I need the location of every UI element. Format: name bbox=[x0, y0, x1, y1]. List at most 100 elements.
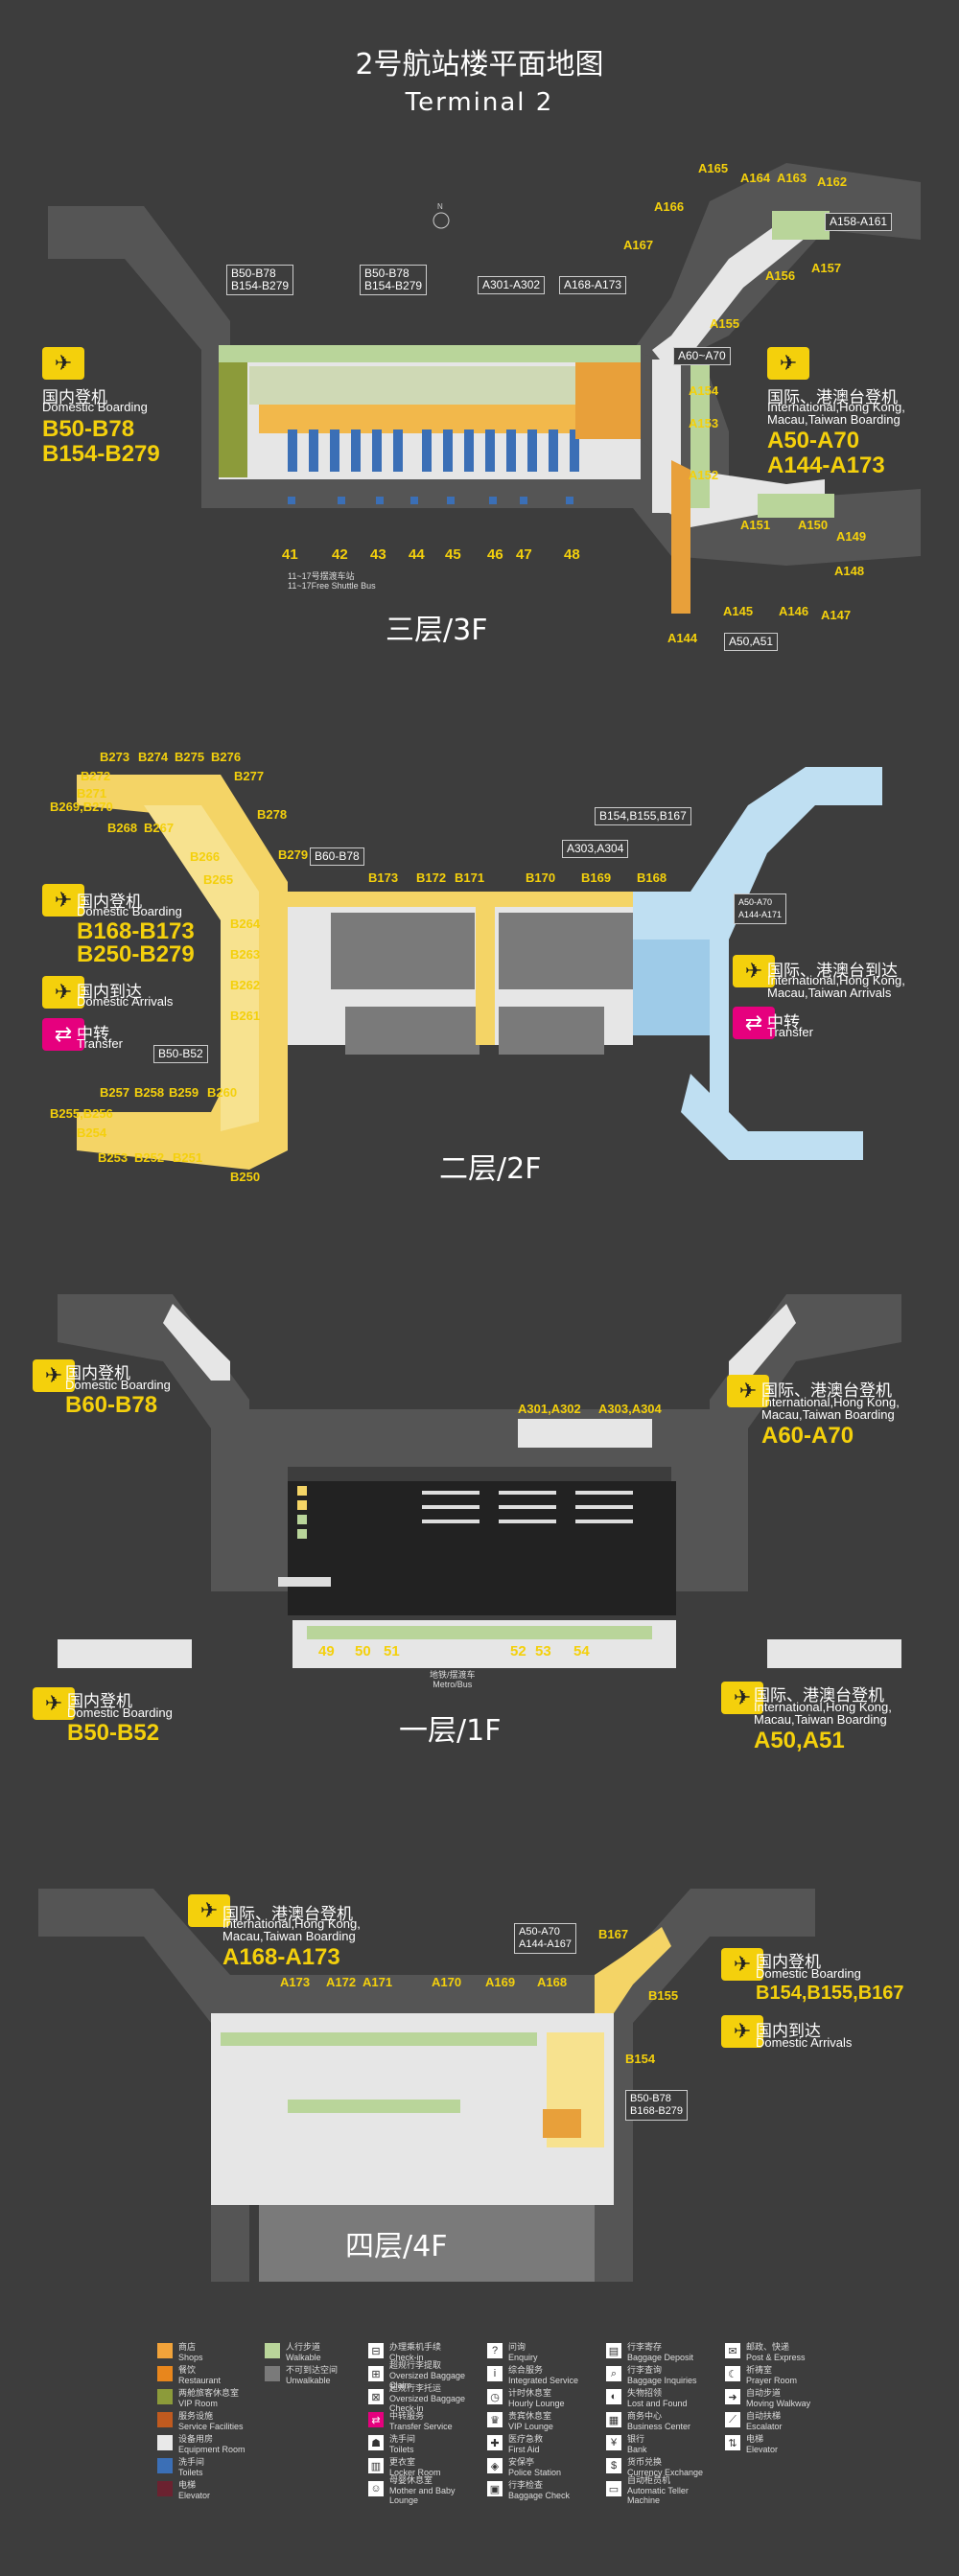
currency-icon: $ bbox=[606, 2458, 621, 2473]
gate-label: B272 bbox=[81, 769, 111, 783]
intl-boarding-en: International,Hong Kong, bbox=[222, 1916, 361, 1931]
gate-range: A168-A173 bbox=[222, 1944, 340, 1970]
gate-label: B258 bbox=[134, 1085, 165, 1100]
gate-label: B255,B256 bbox=[50, 1106, 113, 1121]
floor-4f-map bbox=[38, 1889, 815, 2282]
tag-2f-b50: B50-B52 bbox=[153, 1045, 208, 1063]
gate-range: A60-A70 bbox=[761, 1423, 854, 1449]
transfer-icon: ⇄ bbox=[42, 1018, 84, 1051]
gate-label: B274 bbox=[138, 750, 169, 764]
tag-2f-a303: A303,A304 bbox=[562, 840, 629, 858]
gate-label: B167 bbox=[598, 1927, 629, 1941]
gate-label: B254 bbox=[77, 1126, 107, 1140]
gate-label: A145 bbox=[723, 604, 754, 618]
intl-boarding-en: Macau,Taiwan Boarding bbox=[222, 1929, 356, 1943]
gate-label: A154 bbox=[689, 383, 719, 398]
bus-gate: 49 bbox=[318, 1643, 335, 1659]
departure-plane-icon: ✈ bbox=[721, 1682, 763, 1714]
gate-range: B154,B155,B167 bbox=[756, 1983, 904, 2004]
intl-boarding-en: Macau,Taiwan Boarding bbox=[754, 1712, 887, 1727]
gate-label: A168 bbox=[537, 1975, 568, 1989]
gate-label: A169 bbox=[485, 1975, 516, 1989]
tag-3f-a60: A60~A70 bbox=[673, 347, 731, 365]
domestic-boarding-cn: 国内登机 bbox=[77, 893, 142, 912]
intl-boarding-en: Macau,Taiwan Boarding bbox=[767, 412, 901, 427]
gate-label: A162 bbox=[817, 174, 848, 189]
departure-plane-icon: ✈ bbox=[188, 1894, 230, 1927]
gate-label: B275 bbox=[175, 750, 205, 764]
gate-range: A50,A51 bbox=[754, 1728, 845, 1753]
departure-plane-icon: ✈ bbox=[767, 347, 809, 380]
gate-range: B250-B279 bbox=[77, 941, 195, 967]
intl-boarding-en: Macau,Taiwan Boarding bbox=[761, 1407, 895, 1422]
gate-label: B253 bbox=[98, 1150, 129, 1165]
tag-4f-b50: B50-B78 B168-B279 bbox=[625, 2090, 689, 2121]
gate-label: A147 bbox=[821, 608, 852, 622]
check-in-icon: ⊟ bbox=[368, 2343, 384, 2358]
gate-label: A153 bbox=[689, 416, 719, 430]
transfer-icon: ⇄ bbox=[368, 2412, 384, 2427]
intl-boarding-cn: 国际、港澳台登机 bbox=[754, 1686, 884, 1706]
domestic-boarding-cn: 国内登机 bbox=[756, 1953, 821, 1972]
gate-label: B172 bbox=[416, 870, 447, 885]
gate-label: B278 bbox=[257, 807, 288, 822]
bus-gate: 54 bbox=[573, 1643, 590, 1659]
domestic-boarding-cn: 国内登机 bbox=[42, 388, 107, 407]
inquiry-icon: ⌕ bbox=[606, 2366, 621, 2381]
gate-label: B268 bbox=[107, 821, 138, 835]
gate-label: B173 bbox=[368, 870, 399, 885]
gate-label: A152 bbox=[689, 468, 719, 482]
gate-label: B261 bbox=[230, 1009, 261, 1023]
floor-label-3f: 三层/3F bbox=[386, 614, 488, 647]
gate-range: B50-B52 bbox=[67, 1720, 160, 1746]
post-icon: ✉ bbox=[725, 2343, 740, 2358]
domestic-boarding-cn: 国内登机 bbox=[65, 1364, 130, 1383]
escalator-icon: ⟋ bbox=[725, 2412, 740, 2427]
bank-icon: ¥ bbox=[606, 2435, 621, 2450]
tag-2f-a50: A50-A70 A144-A171 bbox=[734, 893, 787, 924]
gate-label: A155 bbox=[710, 316, 740, 331]
tag-4f-a50: A50-A70 A144-A167 bbox=[514, 1923, 577, 1954]
departure-plane-icon: ✈ bbox=[42, 884, 84, 917]
tag-3f-a158: A158-A161 bbox=[825, 213, 893, 231]
bus-gate: 48 bbox=[564, 546, 580, 563]
bus-gate: 46 bbox=[487, 546, 503, 563]
gate-label: A172 bbox=[326, 1975, 357, 1989]
transfer-cn: 中转 bbox=[767, 1013, 800, 1033]
bus-gate: 44 bbox=[409, 546, 425, 563]
page-title: 2号航站楼平面地图 bbox=[355, 48, 604, 81]
departure-plane-icon: ✈ bbox=[42, 347, 84, 380]
gate-label: B271 bbox=[77, 786, 107, 801]
gate-label: A164 bbox=[740, 171, 771, 185]
intl-boarding-cn: 国际、港澳台登机 bbox=[761, 1381, 892, 1401]
intl-arrivals-en: International,Hong Kong, bbox=[767, 973, 905, 987]
floor-1f-map bbox=[58, 1294, 901, 1668]
gate-label: A144 bbox=[667, 631, 698, 645]
domestic-boarding-en: Domestic Boarding bbox=[77, 904, 182, 918]
gate-label: B264 bbox=[230, 917, 261, 931]
walkway-icon: ➜ bbox=[725, 2389, 740, 2404]
domestic-boarding-cn: 国内登机 bbox=[67, 1692, 132, 1711]
domestic-boarding-en: Domestic Boarding bbox=[67, 1706, 173, 1720]
baggage-check-icon: ▣ bbox=[487, 2481, 503, 2496]
intl-boarding-en: International,Hong Kong, bbox=[767, 400, 905, 414]
domestic-arrivals-en: Domestic Arrivals bbox=[77, 994, 174, 1009]
gate-label: A163 bbox=[777, 171, 807, 185]
